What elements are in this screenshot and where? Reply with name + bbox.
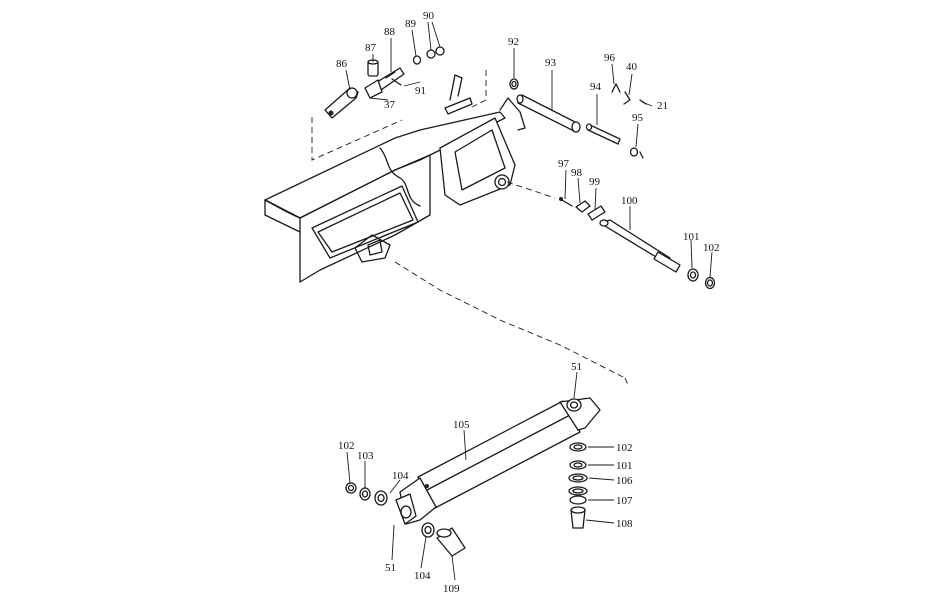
callout-100: 100 <box>621 195 638 207</box>
part-87-sleeve <box>367 59 379 77</box>
callout-89: 89 <box>405 18 417 30</box>
part-94-pin <box>585 123 621 145</box>
callout-95: 95 <box>632 112 644 124</box>
boom-arm <box>264 74 526 283</box>
part-96-clip <box>611 83 621 93</box>
part-104-bushing-top <box>374 490 388 506</box>
callout-51-bottom: 51 <box>385 562 396 574</box>
callout-109: 109 <box>443 583 460 595</box>
callout-91: 91 <box>415 85 426 97</box>
callout-86: 86 <box>336 58 348 70</box>
callout-102-top: 102 <box>703 242 720 254</box>
part-92-bushing <box>509 78 519 90</box>
part-89-washer <box>412 55 422 65</box>
callout-107: 107 <box>616 495 633 507</box>
part-93-tube <box>516 94 581 133</box>
part-91-pin <box>391 78 402 86</box>
part-109-pin <box>436 527 466 557</box>
callout-105: 105 <box>453 419 470 431</box>
part-98-plate <box>575 200 591 213</box>
callout-40: 40 <box>626 61 638 73</box>
callout-101-right: 101 <box>616 460 633 472</box>
part-97-pin <box>559 197 573 207</box>
callout-87: 87 <box>365 42 377 54</box>
leader-lines <box>345 21 713 581</box>
assembly-leader-dashes <box>311 70 629 386</box>
callout-102-right: 102 <box>616 442 633 454</box>
part-104-bushing-bottom <box>421 522 435 538</box>
callout-104-top: 104 <box>392 470 409 482</box>
part-103-washer <box>359 487 371 501</box>
callout-104-bottom: 104 <box>414 570 431 582</box>
part-105-cylinder <box>395 397 601 525</box>
part-100-shaft <box>599 219 681 273</box>
part-102-ring-top <box>704 276 716 290</box>
part-90-nuts <box>426 46 445 59</box>
part-86-bracket <box>324 87 359 119</box>
part-40-bolt <box>623 91 631 105</box>
callout-labels: 86 87 88 89 90 91 37 92 93 94 96 40 21 9… <box>336 10 720 595</box>
callout-102-left: 102 <box>338 440 355 452</box>
callout-93: 93 <box>545 57 557 69</box>
callout-94: 94 <box>590 81 602 93</box>
callout-101-top: 101 <box>683 231 700 243</box>
callout-96: 96 <box>604 52 616 64</box>
callout-92: 92 <box>508 36 519 48</box>
callout-37: 37 <box>384 99 396 111</box>
callout-90: 90 <box>423 10 435 22</box>
callout-106: 106 <box>616 475 633 487</box>
callout-51-top: 51 <box>571 361 582 373</box>
callout-88: 88 <box>384 26 396 38</box>
part-102-ring-left <box>345 482 357 494</box>
part-99-plate <box>587 205 606 221</box>
callout-98: 98 <box>571 167 583 179</box>
callout-99: 99 <box>589 176 601 188</box>
part-88-clamp <box>364 67 405 99</box>
callout-97: 97 <box>558 158 570 170</box>
callout-103: 103 <box>357 450 374 462</box>
part-101-washer-top <box>687 268 699 282</box>
callout-108: 108 <box>616 518 633 530</box>
part-95-washer <box>629 147 644 159</box>
callout-21: 21 <box>657 100 668 112</box>
right-stack-parts <box>568 442 588 529</box>
